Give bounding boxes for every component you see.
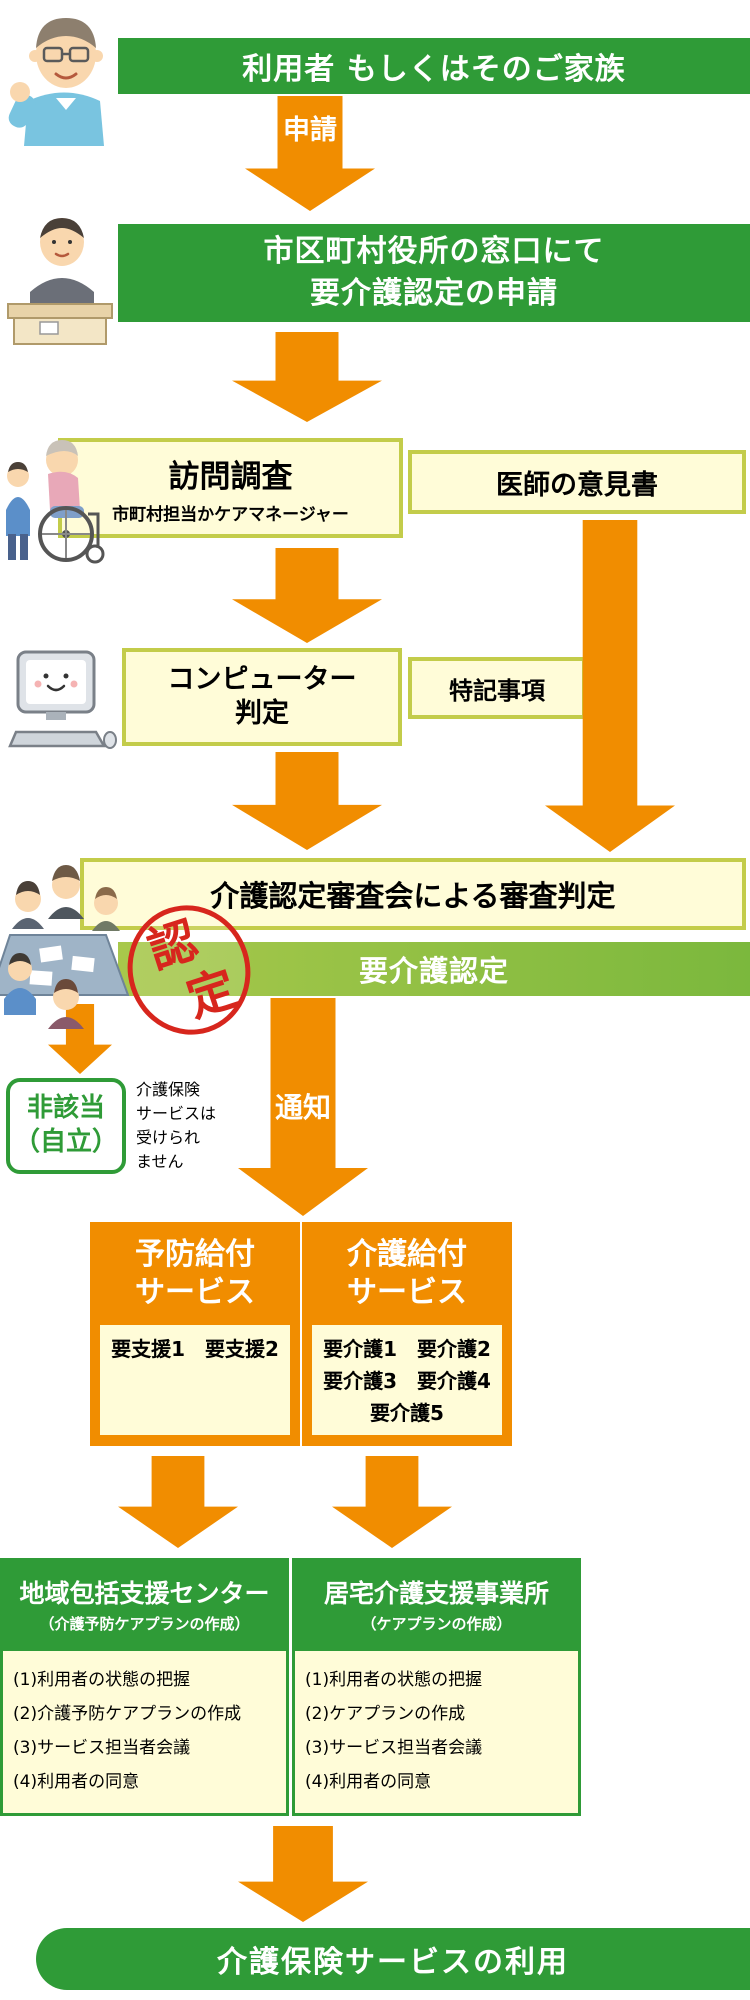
special-notes-box: 特記事項 (408, 657, 586, 719)
care-to-office-arrow (332, 1456, 452, 1548)
wheelchair-visit-illustration (6, 440, 105, 564)
final-arrow (238, 1826, 368, 1922)
home-care-support-office-steps: (1)利用者の状態の把握 (2)ケアプランの作成 (3)サービス担当者会議 (4… (295, 1651, 578, 1811)
certified-stamp-char2: 定 (180, 960, 244, 1029)
community-support-center-box: 地域包括支援センター （介護予防ケアプランの作成） (1)利用者の状態の把握 (… (0, 1558, 289, 1816)
user-banner-label: 利用者 もしくはそのご家族 (242, 52, 626, 87)
care-benefit-levels: 要介護1 要介護2 要介護3 要介護4 要介護5 (312, 1325, 502, 1435)
review-board-box: 介護認定審査会による審査判定 (80, 858, 746, 930)
care-benefit-title-line1: 介護給付 (347, 1237, 467, 1272)
computer-to-review-arrow (232, 752, 382, 850)
special-notes-label: 特記事項 (449, 676, 545, 705)
visit-to-computer-arrow (232, 548, 382, 643)
visit-survey-title: 訪問調査 (168, 459, 293, 495)
not-applicable-note: 介護保険 サービスは 受けられ ません (136, 1080, 217, 1171)
service-use-banner-label: 介護保険サービスの利用 (217, 1945, 569, 1980)
home-care-support-office-box: 居宅介護支援事業所 （ケアプランの作成） (1)利用者の状態の把握 (2)ケアプ… (292, 1558, 581, 1816)
waving-man-illustration (8, 18, 104, 146)
apply-arrow: 申請 (245, 96, 375, 211)
review-meeting-illustration (0, 865, 130, 1029)
certification-banner: 要介護認定 (118, 942, 750, 996)
office-banner-line2: 要介護認定の申請 (310, 276, 558, 311)
certified-stamp-char1: 認 (141, 911, 205, 980)
man-body (24, 92, 104, 146)
plan-step: (1)利用者の状態の把握 (13, 1670, 191, 1690)
community-support-center-subtitle: （介護予防ケアプランの作成） (39, 1614, 250, 1633)
prevention-benefit-levels: 要支援1 要支援2 (100, 1325, 290, 1435)
notice-arrow-label: 通知 (274, 1091, 331, 1124)
plan-step: (2)介護予防ケアプランの作成 (13, 1704, 242, 1724)
not-applicable-line1: 非該当 (26, 1093, 105, 1124)
office-to-visit-arrow (232, 332, 382, 422)
home-care-support-office-subtitle: （ケアプランの作成） (361, 1614, 512, 1633)
plan-step: (1)利用者の状態の把握 (305, 1670, 483, 1690)
smiling-computer-illustration (8, 650, 117, 749)
computer-judgement-line2: 判定 (235, 698, 289, 729)
user-banner: 利用者 もしくはそのご家族 (118, 38, 750, 94)
plan-step: (3)サービス担当者会議 (13, 1738, 191, 1758)
prevention-benefit-box: 予防給付 サービス 要支援1 要支援2 (90, 1222, 300, 1446)
plan-step: (2)ケアプランの作成 (305, 1704, 466, 1724)
visit-survey-box: 訪問調査 市町村担当かケアマネージャー (58, 438, 403, 538)
plan-step: (4)利用者の同意 (13, 1772, 140, 1792)
community-support-center-title: 地域包括支援センター (19, 1578, 270, 1608)
computer-judgement-line1: コンピューター (167, 664, 357, 696)
service-use-banner: 介護保険サービスの利用 (36, 1928, 750, 1990)
office-banner-line1: 市区町村役所の窓口にて (263, 234, 605, 269)
plan-step: (4)利用者の同意 (305, 1772, 432, 1792)
not-applicable-box: 非該当 （自立） (6, 1078, 126, 1174)
community-support-center-steps: (1)利用者の状態の把握 (2)介護予防ケアプランの作成 (3)サービス担当者会… (3, 1651, 286, 1811)
care-benefit-box: 介護給付 サービス 要介護1 要介護2 要介護3 要介護4 要介護5 (302, 1222, 512, 1446)
care-benefit-title-line2: サービス (347, 1274, 467, 1310)
community-support-center-header: 地域包括支援センター （介護予防ケアプランの作成） (3, 1561, 286, 1651)
prevention-benefit-title-line2: サービス (135, 1274, 255, 1310)
visit-survey-subtitle: 市町村担当かケアマネージャー (112, 505, 349, 525)
home-care-support-office-header: 居宅介護支援事業所 （ケアプランの作成） (295, 1561, 578, 1651)
prevention-benefit-title-line1: 予防給付 (135, 1237, 255, 1272)
plan-step: (3)サービス担当者会議 (305, 1738, 483, 1758)
doctor-note-box: 医師の意見書 (408, 450, 746, 514)
office-banner: 市区町村役所の窓口にて 要介護認定の申請 (118, 224, 750, 322)
computer-judgement-box: コンピューター 判定 (122, 648, 402, 746)
review-board-label: 介護認定審査会による審査判定 (210, 879, 616, 913)
prevention-to-center-arrow (118, 1456, 238, 1548)
doctor-note-label: 医師の意見書 (496, 469, 658, 501)
apply-arrow-label: 申請 (283, 115, 337, 146)
clerk-counter-illustration (7, 218, 113, 345)
not-applicable-line2: （自立） (13, 1127, 118, 1157)
home-care-support-office-title: 居宅介護支援事業所 (323, 1578, 549, 1608)
certification-banner-label: 要介護認定 (358, 954, 509, 988)
